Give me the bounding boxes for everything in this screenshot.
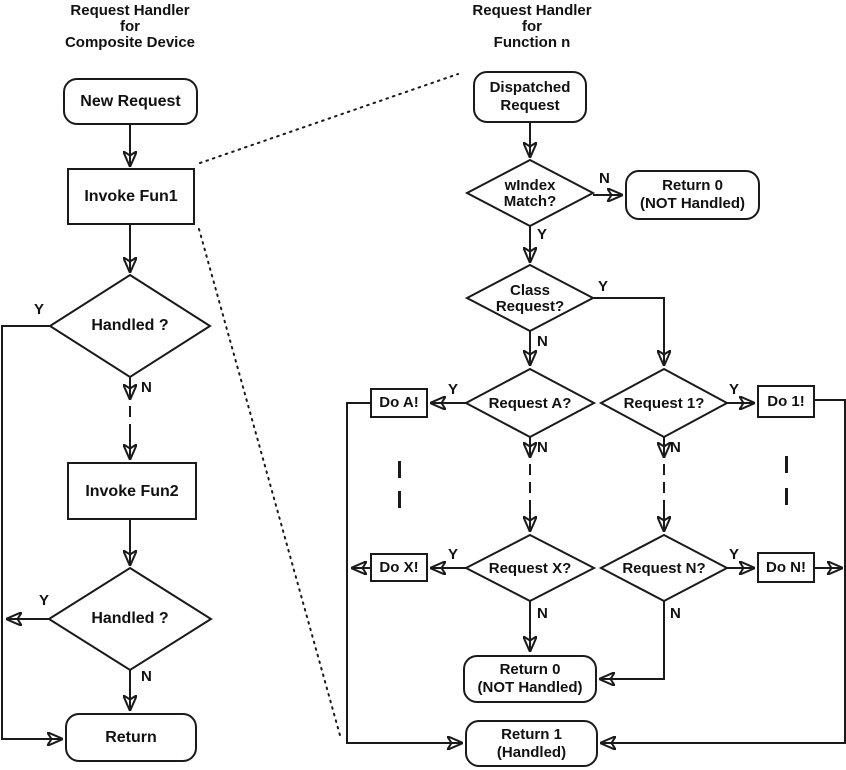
node-return1-line1: Return 1	[501, 725, 562, 743]
left-flowchart-title: Request Handler for Composite Device	[25, 3, 235, 51]
left-title-line2: for	[120, 18, 140, 35]
branch-label-handled1-no: N	[141, 379, 152, 396]
node-return0-top: Return 0 (NOT Handled)	[625, 170, 760, 220]
node-do-n: Do N!	[757, 552, 815, 583]
node-dispatched-request: Dispatched Request	[473, 71, 587, 123]
node-windex-line1: wIndex	[504, 177, 556, 194]
ellipsis-mark	[398, 491, 401, 508]
diamond-handled-1	[48, 273, 212, 379]
diamond-request-a	[463, 367, 597, 439]
node-do-1-label: Do 1!	[767, 392, 805, 410]
node-do-x: Do X!	[370, 553, 428, 582]
node-new-request-label: New Request	[80, 93, 181, 110]
node-do-x-label: Do X!	[379, 558, 419, 576]
branch-label-requesta-yes: Y	[448, 381, 459, 398]
node-return1-line2: (Handled)	[496, 743, 567, 761]
node-request-1-label: Request 1?	[623, 395, 705, 412]
node-class-request-label: Class Request?	[460, 283, 600, 315]
detail-connector-bottom	[198, 228, 342, 740]
edge-doa-return1	[346, 402, 462, 743]
branch-label-class-no: N	[537, 333, 548, 350]
edge-do1-return1	[601, 399, 846, 743]
branch-label-requestx-yes: Y	[448, 546, 459, 563]
branch-label-requesta-no: N	[537, 439, 548, 456]
node-request-a-label: Request A?	[488, 395, 572, 412]
node-new-request: New Request	[63, 78, 198, 125]
node-handled-1-label: Handled ?	[91, 317, 169, 334]
diamond-request-n	[598, 533, 730, 603]
node-return0-bottom: Return 0 (NOT Handled)	[463, 655, 597, 703]
branch-label-handled2-yes: Y	[39, 592, 50, 609]
diamond-class-request	[464, 263, 596, 333]
node-windex-line2: Match?	[503, 193, 557, 210]
left-title-line1: Request Handler	[70, 2, 190, 19]
node-return0-top-line1: Return 0	[662, 177, 723, 194]
edge-requestn-no-return0	[600, 601, 665, 679]
node-return0-bottom-line1: Return 0	[499, 661, 561, 678]
right-flowchart-title: Request Handler for Function n	[432, 3, 632, 51]
branch-label-windex-no: N	[599, 170, 610, 187]
diamond-request-x	[463, 533, 597, 603]
node-invoke-fun2-label: Invoke Fun2	[85, 482, 179, 500]
edge-class-yes-request1	[593, 297, 664, 365]
node-request-n-label: Request N?	[622, 560, 706, 577]
branch-label-handled1-yes: Y	[34, 301, 45, 318]
diamond-handled-2	[47, 566, 213, 672]
right-title-line2: for	[522, 18, 542, 35]
ellipsis-mark	[785, 456, 788, 473]
node-invoke-fun1: Invoke Fun1	[67, 168, 195, 225]
node-return0-bottom-line2: (NOT Handled)	[477, 679, 583, 696]
branch-label-windex-yes: Y	[537, 226, 548, 243]
edge-handled1-yes-return	[1, 325, 62, 739]
ellipsis-mark	[398, 461, 401, 478]
node-handled-2-label: Handled ?	[91, 610, 169, 627]
node-windex-match-label: wIndex Match?	[460, 178, 600, 210]
node-invoke-fun2: Invoke Fun2	[67, 462, 197, 520]
ellipsis-mark	[785, 488, 788, 505]
branch-label-requestx-no: N	[537, 605, 548, 622]
node-dispatched-line2: Request	[500, 97, 560, 114]
node-invoke-fun1-label: Invoke Fun1	[84, 188, 178, 205]
node-return0-top-line2: (NOT Handled)	[640, 195, 745, 212]
node-dispatched-line1: Dispatched	[489, 79, 571, 96]
branch-label-request1-no: N	[670, 439, 681, 456]
node-do-a-label: Do A!	[379, 394, 419, 411]
right-title-line3: Function n	[493, 34, 571, 51]
branch-label-handled2-no: N	[141, 668, 152, 685]
node-request-x-label: Request X?	[488, 560, 572, 577]
node-do-n-label: Do N!	[766, 558, 806, 576]
branch-label-request1-yes: Y	[729, 381, 740, 398]
branch-label-requestn-yes: Y	[729, 546, 740, 563]
node-return-label: Return	[105, 729, 157, 746]
branch-label-class-yes: Y	[598, 278, 609, 295]
node-do-a: Do A!	[370, 388, 428, 418]
diamond-windex-match	[464, 158, 596, 228]
node-class-line1: Class	[509, 282, 551, 299]
node-return1: Return 1 (Handled)	[465, 720, 598, 767]
right-title-line1: Request Handler	[472, 2, 592, 19]
node-return: Return	[65, 713, 197, 762]
diamond-request-1	[598, 367, 730, 439]
node-class-line2: Request?	[495, 298, 565, 315]
branch-label-requestn-no: N	[670, 605, 681, 622]
left-title-line3: Composite Device	[64, 34, 196, 51]
detail-connector-top	[199, 73, 459, 164]
node-do-1: Do 1!	[757, 385, 815, 418]
